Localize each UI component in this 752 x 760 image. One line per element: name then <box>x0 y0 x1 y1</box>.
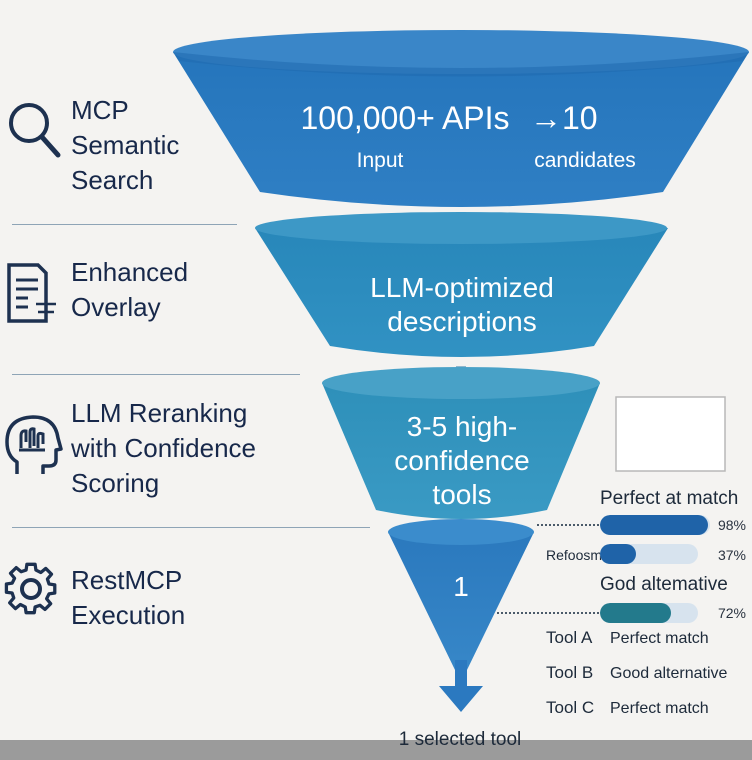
divider <box>12 374 300 375</box>
funnel-stage-2-rim <box>255 212 667 244</box>
tool-name: Tool A <box>546 628 593 647</box>
funnel-stage-3-rim <box>322 367 600 399</box>
score-percent-3: 72% <box>717 605 746 621</box>
score-bar-2 <box>600 544 698 564</box>
score-header: Perfect at match <box>600 488 739 509</box>
score-bar-3-fill <box>600 603 671 623</box>
tool-desc: Perfect match <box>610 700 709 717</box>
score-percent-1: 98% <box>717 517 746 533</box>
stage1-arrow-value: →10 <box>530 100 598 136</box>
score-bar-3 <box>600 603 698 623</box>
funnel-stage-3 <box>322 372 600 519</box>
gear-icon <box>4 560 58 623</box>
stage1-title: 100,000+ APIs <box>300 100 510 136</box>
search-icon <box>5 95 63 168</box>
stage-label-enhanced-overlay: Enhanced Overlay <box>71 257 189 322</box>
score-bar-2-fill <box>600 544 637 564</box>
score-percent-2: 37% <box>717 547 746 563</box>
stage3-text: 3-5 high- confidence tools <box>394 411 530 510</box>
brain-head-icon <box>3 412 63 483</box>
document-icon <box>6 262 60 329</box>
score-row-label: Refoosm <box>546 547 603 563</box>
tool-desc: Good alternative <box>610 665 728 682</box>
tool-name: Tool C <box>546 698 595 717</box>
tool-desc: Perfect match <box>610 630 709 647</box>
stage4-text: 1 <box>453 571 469 602</box>
funnel-stage-2 <box>255 216 668 357</box>
blank-panel <box>615 396 726 472</box>
divider <box>12 224 237 225</box>
stage1-left-sub: Input <box>356 149 404 172</box>
leader-line <box>497 612 599 614</box>
output-label: 1 selected tool <box>398 729 522 750</box>
score-mid-label: God altemative <box>600 574 728 595</box>
stage1-right-sub: candidates <box>534 149 636 172</box>
divider <box>12 527 370 528</box>
stage2-text: LLM-optimized descriptions <box>370 272 554 337</box>
score-bar-1-fill <box>600 515 708 535</box>
tool-name: Tool B <box>546 663 594 682</box>
stage-label-semantic-search: MCP Semantic Search <box>71 95 180 195</box>
leader-line <box>537 524 599 526</box>
funnel-stage-1-rim <box>173 30 749 74</box>
output-arrow <box>439 686 483 712</box>
funnel-stage-1 <box>173 36 749 207</box>
stage-label-restmcp-execution: RestMCP Execution <box>71 565 186 630</box>
stage-label-llm-reranking: LLM Reranking with Confidence Scoring <box>71 398 256 498</box>
funnel-stage-4-rim <box>388 519 534 545</box>
funnel-stage-4 <box>388 524 534 672</box>
score-bar-1 <box>600 515 710 535</box>
